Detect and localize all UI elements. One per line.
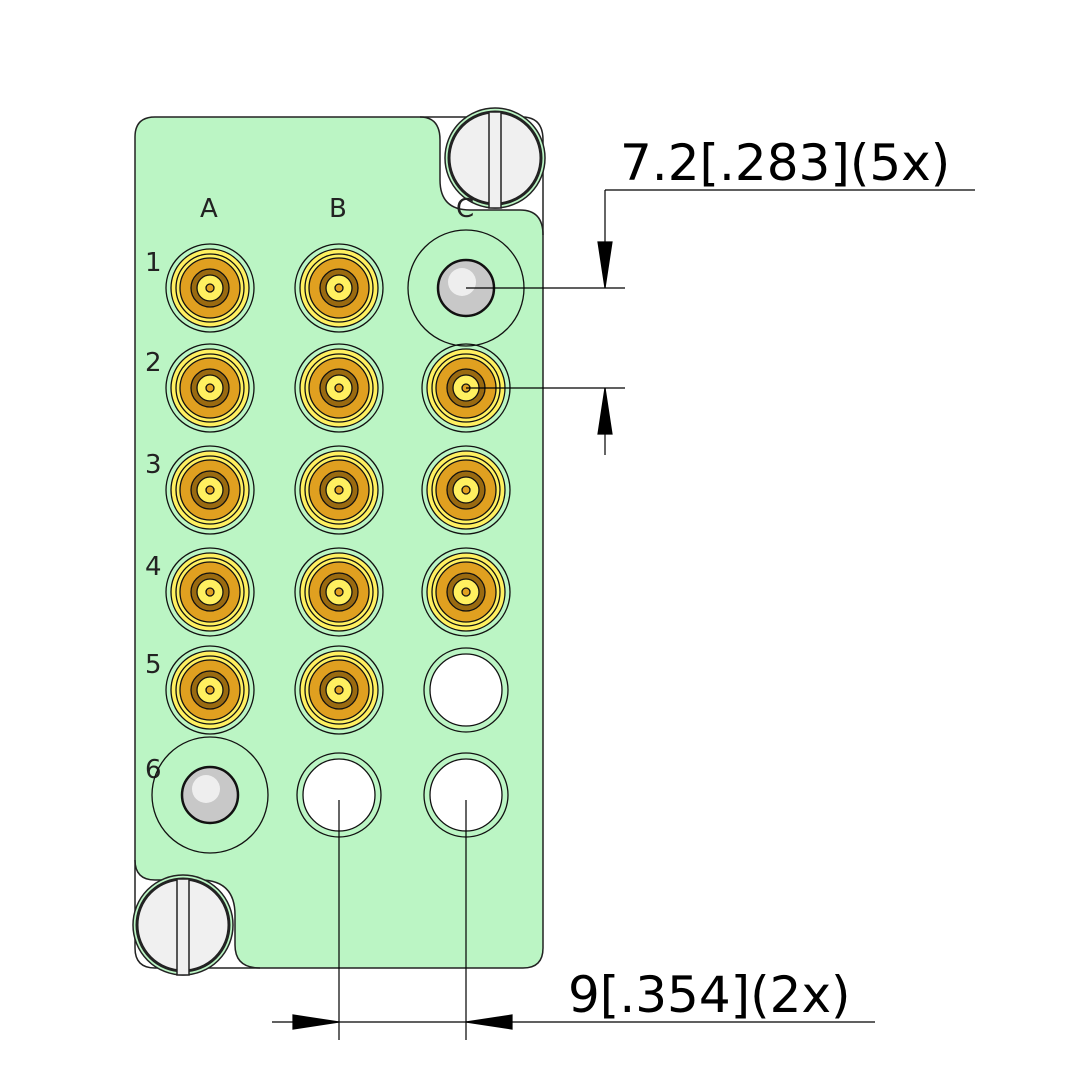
- column-label: B: [329, 194, 347, 224]
- row-label: 4: [145, 552, 162, 582]
- hole-C5[interactable]: [423, 647, 509, 733]
- connector-B4[interactable]: [294, 547, 384, 637]
- connector-B1[interactable]: [294, 243, 384, 333]
- pin-A6[interactable]: [151, 736, 269, 854]
- connector-A3[interactable]: [165, 445, 255, 535]
- screw-bottom-left[interactable]: [132, 874, 234, 976]
- row-label: 6: [145, 755, 162, 785]
- connector-A2[interactable]: [165, 343, 255, 433]
- vertical-pitch-label: 7.2[.283](5x): [620, 134, 950, 192]
- connector-B3[interactable]: [294, 445, 384, 535]
- connector-A1[interactable]: [165, 243, 255, 333]
- row-label: 2: [145, 348, 162, 378]
- hole-C6[interactable]: [423, 752, 509, 838]
- row-label: 3: [145, 450, 162, 480]
- horizontal-pitch-label: 9[.354](2x): [568, 966, 851, 1024]
- vertical-pitch-dimension: 7.2[.283](5x): [466, 134, 975, 455]
- column-label: C: [456, 194, 474, 224]
- connector-C3[interactable]: [421, 445, 511, 535]
- connector-C4[interactable]: [421, 547, 511, 637]
- connector-B5[interactable]: [294, 645, 384, 735]
- horizontal-pitch-dimension: 9[.354](2x): [272, 800, 875, 1040]
- row-label: 1: [145, 248, 162, 278]
- screw-top-right[interactable]: [444, 107, 546, 209]
- connector-A5[interactable]: [165, 645, 255, 735]
- row-label: 5: [145, 650, 162, 680]
- connector-A4[interactable]: [165, 547, 255, 637]
- column-label: A: [200, 194, 218, 224]
- connector-B2[interactable]: [294, 343, 384, 433]
- panel-plate: [134, 116, 544, 969]
